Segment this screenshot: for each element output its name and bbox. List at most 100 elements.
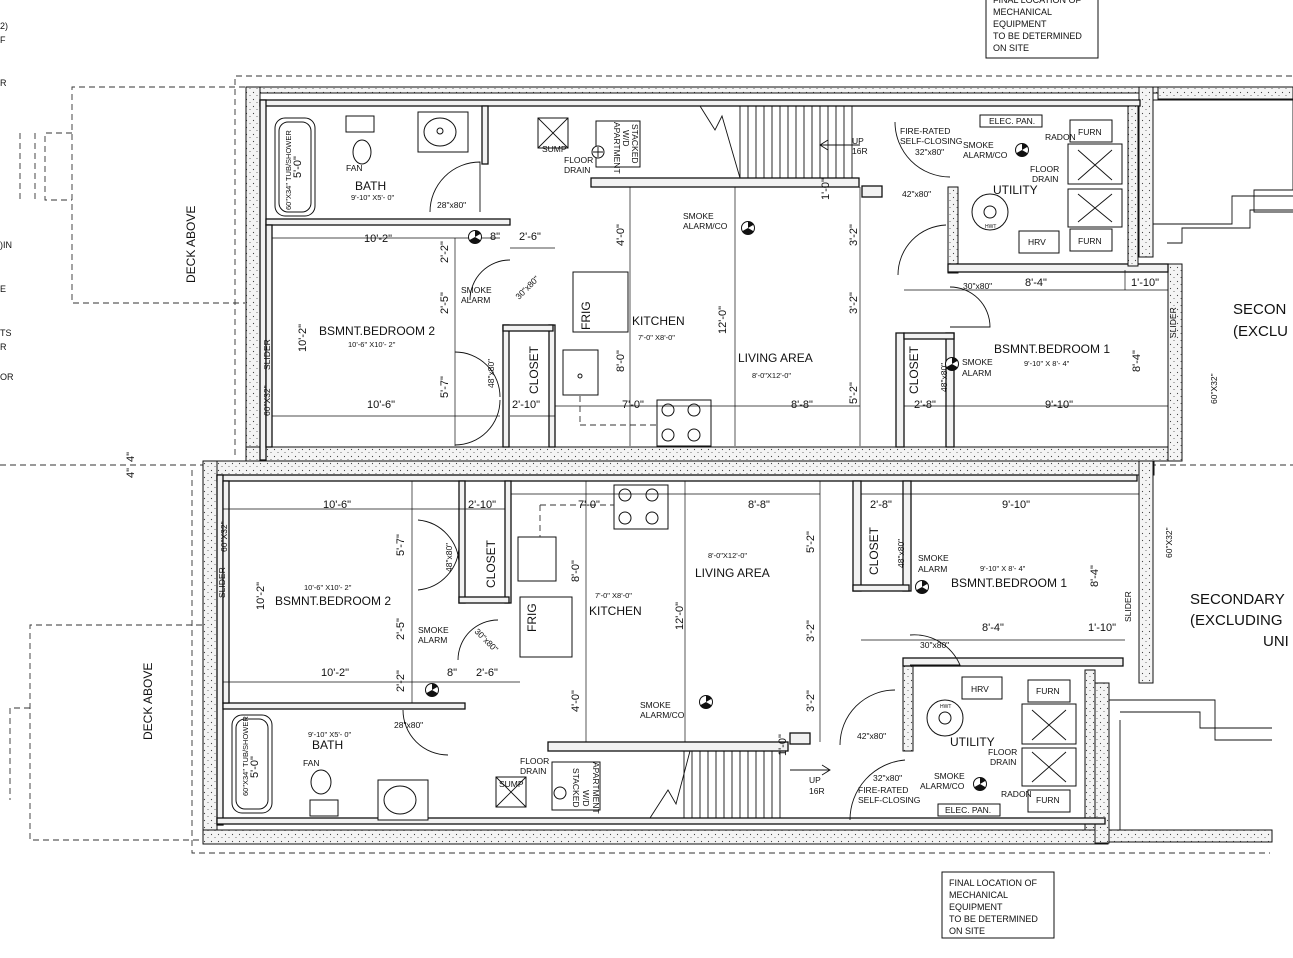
- bedroom2-size: 10'-6" X10'- 2": [304, 583, 352, 592]
- risers-label: 16R: [809, 786, 825, 796]
- up-label: UP: [852, 136, 864, 146]
- slider-label: SLIDER: [217, 567, 227, 598]
- dim: 8'-4": [1131, 350, 1143, 372]
- dim: 8'-8": [748, 499, 770, 511]
- smoke-alarm-label: ALARM: [461, 295, 490, 305]
- tub-label: 60"X34" TUB/SHOWER: [241, 716, 250, 796]
- mech-note-line: TO BE DETERMINED: [949, 914, 1038, 924]
- closet-label: CLOSET: [867, 526, 881, 575]
- living-size: 8'-0"X12'-0": [708, 551, 747, 560]
- smoke-alarm-label: ALARM: [962, 368, 991, 378]
- mech-note-line: FINAL LOCATION OF: [949, 878, 1038, 888]
- dim: 9'-10": [1002, 499, 1030, 511]
- hrv-label: HRV: [1028, 237, 1046, 247]
- smoke-alarm-co-icon: [699, 695, 713, 711]
- secondary-label: (EXCLUDING: [1190, 612, 1283, 629]
- bath-size: 9'-10" X5'- 0": [351, 193, 395, 202]
- dim: 1'-10": [1131, 277, 1159, 289]
- tub-label: 60"X34" TUB/SHOWER: [284, 130, 293, 210]
- margin-fragment: R: [0, 342, 7, 352]
- dim: 10'-6": [323, 499, 351, 511]
- neighbor-top-step: [1167, 209, 1293, 244]
- door-size: 42"x80": [902, 189, 931, 199]
- dim: 7'-0": [578, 499, 600, 511]
- dim: 10'-2": [255, 582, 267, 610]
- window-label: 60"X32": [1209, 373, 1219, 404]
- smoke-alarm-icon: [468, 230, 482, 246]
- dim: 12'-0": [674, 602, 686, 630]
- bedroom2-size: 10'-6" X10'- 2": [348, 340, 396, 349]
- door-swings: [402, 121, 991, 821]
- closet-label: CLOSET: [907, 345, 921, 394]
- smoke-alarm-label: ALARM: [418, 635, 447, 645]
- lower-unit-walls: [202, 460, 1155, 845]
- tub-length: 5'-0": [292, 156, 304, 178]
- floor-drain-label: FLOOR: [564, 155, 593, 165]
- frig-label: FRIG: [579, 301, 593, 330]
- floor-drain-label: DRAIN: [990, 757, 1016, 767]
- secondary-label: SECONDARY: [1190, 591, 1285, 608]
- secondary-label: SECON: [1233, 301, 1286, 318]
- neighbor-top-wall: [1157, 86, 1293, 100]
- kitchen-label: KITCHEN: [589, 604, 642, 618]
- mech-note-box-top: [985, 0, 1099, 59]
- door-size: 48"x80": [444, 543, 454, 572]
- mech-note-box-bottom: [941, 871, 1055, 939]
- dim: 2'-5": [395, 618, 407, 640]
- dimension-lines: [223, 187, 1168, 742]
- floor-drain-label: DRAIN: [1032, 174, 1058, 184]
- slider-label: SLIDER: [1168, 307, 1178, 338]
- mech-note-line: TO BE DETERMINED: [993, 31, 1082, 41]
- dim: 12'-0": [717, 306, 729, 334]
- bedroom2-label: BSMNT.BEDROOM 2: [275, 594, 391, 608]
- smoke-alarm-label: ALARM: [918, 564, 947, 574]
- offset-dim-label: 4": [125, 468, 137, 478]
- bedroom1-label: BSMNT.BEDROOM 1: [994, 342, 1110, 356]
- radon-label: RADON: [1001, 789, 1032, 799]
- fan-label: FAN: [346, 163, 363, 173]
- dim: 1'-0": [777, 734, 789, 756]
- door-size: 32"x80": [873, 773, 902, 783]
- up-label: UP: [809, 775, 821, 785]
- dim: 2'-8": [870, 499, 892, 511]
- elec-panel-label: ELEC. PAN.: [989, 116, 1035, 126]
- smoke-alarm-co-icon: [973, 777, 987, 793]
- washer-label: STACKED: [571, 768, 581, 808]
- door-size: 48"x80": [896, 539, 906, 568]
- mech-note-line: FINAL LOCATION OF: [993, 0, 1082, 5]
- smoke-co-label: SMOKE: [934, 771, 965, 781]
- washer-label: W/D: [621, 130, 631, 147]
- dim: 1'-10": [1088, 622, 1116, 634]
- washer-label: STACKED: [630, 124, 640, 164]
- dim: 5'-2": [848, 382, 860, 404]
- bedroom1-size: 9'-10" X 8'- 4": [1024, 359, 1070, 368]
- bedroom1-label: BSMNT.BEDROOM 1: [951, 576, 1067, 590]
- radon-label: RADON: [1045, 132, 1076, 142]
- window-label: 60"X32": [262, 385, 272, 416]
- bedroom1-size: 9'-10" X 8'- 4": [980, 564, 1026, 573]
- dim: 3'-2": [805, 620, 817, 642]
- dim: 8'-4": [1025, 277, 1047, 289]
- sump-label: SUMP: [499, 779, 524, 789]
- fire-door-label: FIRE-RATED: [858, 785, 908, 795]
- utility-label: UTILITY: [950, 735, 995, 749]
- neighbor-bottom-wall: [1108, 829, 1273, 843]
- elec-panel-label: ELEC. PAN.: [945, 805, 991, 815]
- risers-label: 16R: [852, 146, 868, 156]
- smoke-alarm-label: SMOKE: [418, 625, 449, 635]
- dim: 8": [447, 667, 457, 679]
- smoke-alarm-co-icon: [741, 221, 755, 237]
- living-label: LIVING AREA: [738, 351, 813, 365]
- bath-label: BATH: [355, 179, 386, 193]
- utility-label: UTILITY: [993, 183, 1038, 197]
- dim: 3'-2": [848, 224, 860, 246]
- neighbor-bottom-outline: [1109, 475, 1272, 831]
- smoke-alarm-label: SMOKE: [962, 357, 993, 367]
- closet-label: CLOSET: [527, 345, 541, 394]
- slider-label: SLIDER: [1123, 591, 1133, 622]
- fire-door-label: SELF-CLOSING: [900, 136, 962, 146]
- dim: 3'-2": [848, 292, 860, 314]
- smoke-co-label: SMOKE: [683, 211, 714, 221]
- dim: 3'-2": [805, 690, 817, 712]
